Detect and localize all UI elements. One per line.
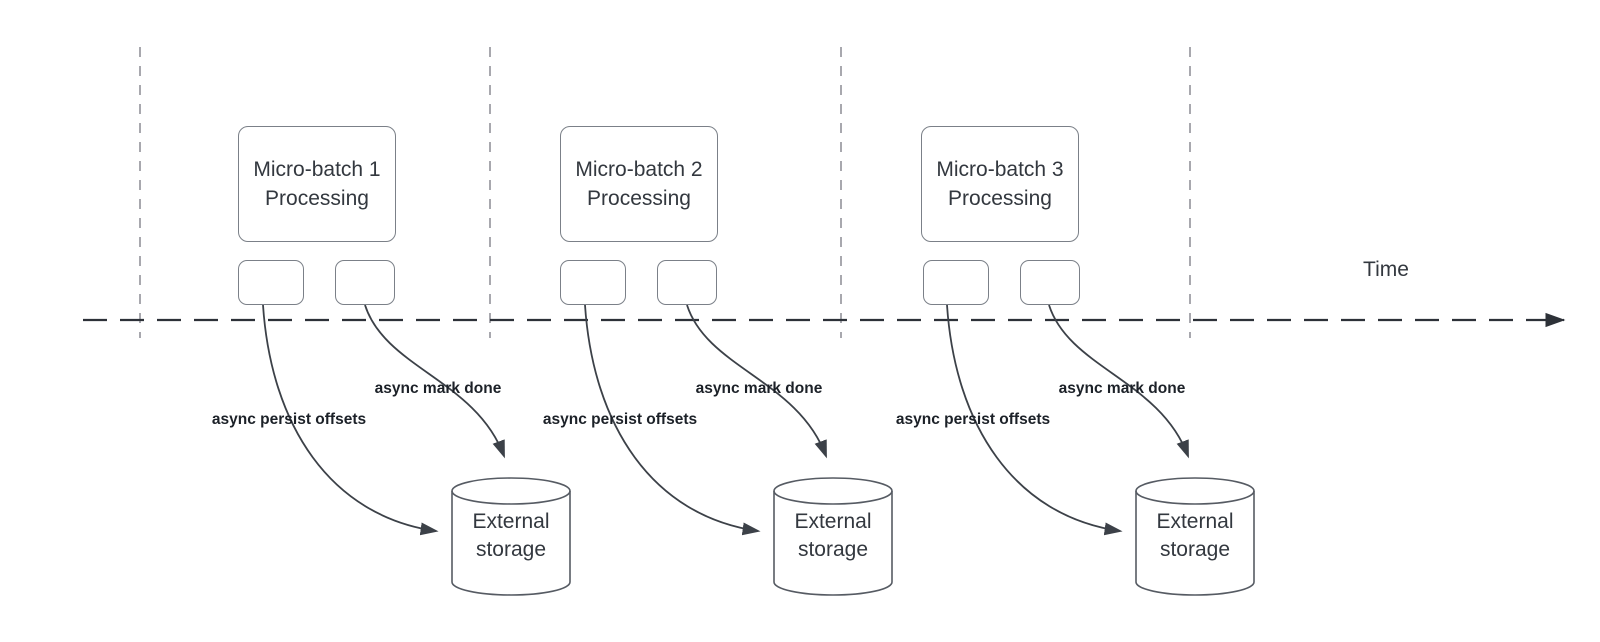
micro-batch-1-box: Micro-batch 1 Processing — [238, 126, 396, 242]
storage-label-line2: storage — [1159, 538, 1231, 561]
micro-batch-1-title-line2: Processing — [265, 187, 369, 210]
micro-batch-2-offset-task-box — [560, 260, 626, 305]
group-2-flows — [584, 304, 893, 596]
micro-batch-2-done-task-box — [657, 260, 717, 305]
storage-label: External storage — [774, 508, 892, 564]
persist-offsets-label: async persist offsets — [542, 411, 698, 428]
micro-batch-1-offset-task-box — [238, 260, 304, 305]
persist-offsets-label: async persist offsets — [211, 411, 367, 428]
mark-done-arrow — [686, 304, 827, 459]
storage-label-line1: External — [794, 510, 872, 533]
micro-batch-1-title-line1: Micro-batch 1 — [253, 158, 381, 181]
time-label: Time — [1363, 258, 1409, 281]
external-storage-cylinder — [773, 477, 893, 596]
group-1-flows — [262, 304, 571, 596]
micro-batch-1-done-task-box — [335, 260, 395, 305]
micro-batch-3-title-line1: Micro-batch 3 — [936, 158, 1064, 181]
persist-offsets-arrow — [584, 304, 761, 536]
storage-label: External storage — [452, 508, 570, 564]
micro-batch-3-title-line2: Processing — [948, 187, 1052, 210]
mark-done-arrow — [1048, 304, 1189, 459]
storage-label-line1: External — [472, 510, 550, 533]
micro-batch-2-box: Micro-batch 2 Processing — [560, 126, 718, 242]
persist-offsets-arrow — [946, 304, 1123, 536]
storage-label: External storage — [1136, 508, 1254, 564]
cylinder-top-arc — [451, 490, 571, 505]
micro-batch-2-title-line1: Micro-batch 2 — [575, 158, 703, 181]
external-storage-cylinder — [1135, 477, 1255, 596]
storage-label-line1: External — [1156, 510, 1234, 533]
persist-offsets-label: async persist offsets — [895, 411, 1051, 428]
mark-done-arrow — [364, 304, 505, 459]
micro-batch-3-box: Micro-batch 3 Processing — [921, 126, 1079, 242]
mark-done-label: async mark done — [695, 380, 823, 397]
cylinder-top-arc — [1135, 490, 1255, 505]
micro-batch-3-done-task-box — [1020, 260, 1080, 305]
group-3-flows — [946, 304, 1255, 596]
external-storage-cylinder — [451, 477, 571, 596]
persist-offsets-arrow — [262, 304, 439, 536]
cylinder-top-arc — [773, 490, 893, 505]
storage-label-line2: storage — [475, 538, 547, 561]
storage-label-line2: storage — [797, 538, 869, 561]
micro-batch-3-offset-task-box — [923, 260, 989, 305]
mark-done-label: async mark done — [1058, 380, 1186, 397]
micro-batch-2-title-line2: Processing — [587, 187, 691, 210]
mark-done-label: async mark done — [374, 380, 502, 397]
